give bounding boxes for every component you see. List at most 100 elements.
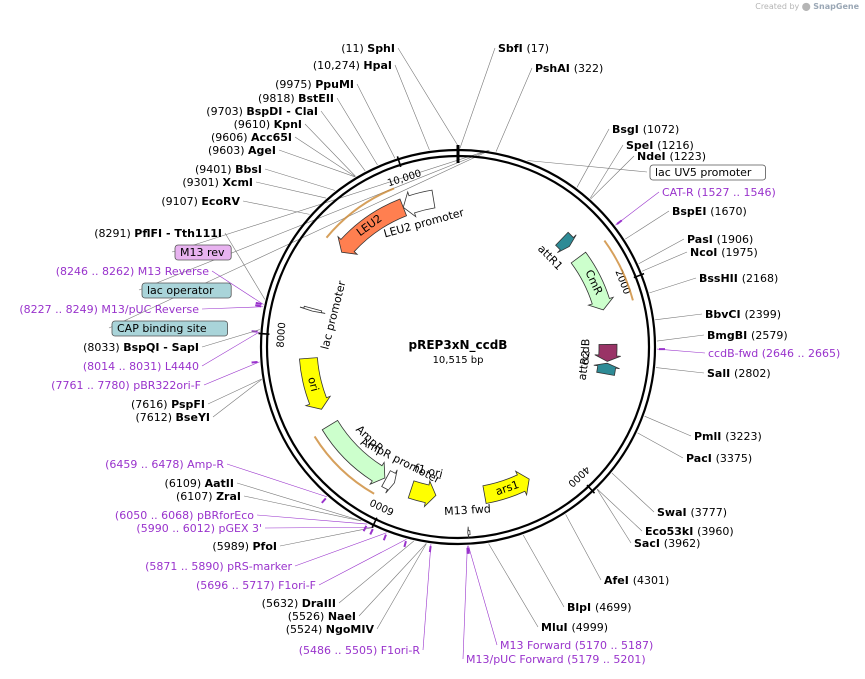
site-bmgbi[interactable]: BmgBI (2579) xyxy=(707,329,788,342)
site-name: DraIII xyxy=(302,597,336,610)
site-bsteii[interactable]: (9818) BstEII xyxy=(258,92,334,105)
site-ppumi[interactable]: (9975) PpuMI xyxy=(275,78,354,91)
site-agei[interactable]: (9603) AgeI xyxy=(208,144,276,157)
feature-ori[interactable] xyxy=(299,357,332,410)
site-ngomiv[interactable]: (5524) NgoMIV xyxy=(286,623,375,636)
primer-mark xyxy=(369,528,374,535)
primer-ccdb-fwd[interactable]: ccdB-fwd (2646 .. 2665) xyxy=(708,347,840,360)
site-sphi[interactable]: (11) SphI xyxy=(341,42,395,55)
feature-tag-lac-operator[interactable]: lac operator xyxy=(141,282,232,299)
site-pmli[interactable]: PmlI (3223) xyxy=(694,430,762,443)
feature-lac-promoter[interactable] xyxy=(299,305,326,314)
feature-attr1[interactable] xyxy=(555,231,577,254)
primer-prs-marker[interactable]: (5871 .. 5890) pRS-marker xyxy=(145,560,292,573)
site-paci[interactable]: PacI (3375) xyxy=(686,452,752,465)
feature-ampr-promoter[interactable] xyxy=(381,469,398,494)
site-blpi[interactable]: BlpI (4699) xyxy=(567,601,632,614)
feature-tag-lac-uv5-promoter[interactable]: lac UV5 promoter xyxy=(649,164,766,181)
primer-pgex-3[interactable]: (5990 .. 6012) pGEX 3' xyxy=(136,522,262,535)
site-position: (5990 .. 6012) xyxy=(136,522,218,535)
primer-l4440[interactable]: (8014 .. 8031) L4440 xyxy=(83,360,199,373)
site-position: (4699) xyxy=(595,601,632,614)
site-name: NcoI xyxy=(690,246,721,259)
tick-label: 6000 xyxy=(368,496,396,517)
site-label-text: (9301) XcmI xyxy=(182,176,253,189)
site-pspfi[interactable]: (7616) PspFI xyxy=(131,398,205,411)
site-pfoi[interactable]: (5989) PfoI xyxy=(212,540,277,553)
primer-m13-reverse[interactable]: (8246 .. 8262) M13 Reverse xyxy=(56,265,209,278)
feature-leu2-promoter[interactable] xyxy=(402,189,436,218)
site-zrai[interactable]: (6107) ZraI xyxy=(176,490,241,503)
site-pflfi-tth111i[interactable]: (8291) PflFI - Tth111I xyxy=(94,227,222,240)
feature-label: f1 ori xyxy=(413,461,444,480)
primer-f1ori-f[interactable]: (5696 .. 5717) F1ori-F xyxy=(196,579,316,592)
site-pshai[interactable]: PshAI (322) xyxy=(535,62,603,75)
leader-line xyxy=(625,210,670,240)
site-sbfi[interactable]: SbfI (17) xyxy=(498,42,549,55)
site-afei[interactable]: AfeI (4301) xyxy=(604,574,669,587)
feature-m13-fwd[interactable] xyxy=(467,526,471,539)
site-bbsi[interactable]: (9401) BbsI xyxy=(195,163,262,176)
site-label-text: BmgBI (2579) xyxy=(707,329,788,342)
primer-amp-r[interactable]: (6459 .. 6478) Amp-R xyxy=(105,458,224,471)
site-label-text: MluI (4999) xyxy=(541,621,608,634)
site-swai[interactable]: SwaI (3777) xyxy=(657,506,727,519)
leader-line xyxy=(462,545,468,660)
site-spei[interactable]: SpeI (1216) xyxy=(626,139,694,152)
site-bseyi[interactable]: (7612) BseYI xyxy=(135,411,210,424)
leader-line xyxy=(468,545,498,646)
primer-m13-puc-forward[interactable]: M13/pUC Forward (5179 .. 5201) xyxy=(466,653,646,666)
site-bsshii[interactable]: BssHII (2168) xyxy=(699,272,778,285)
site-eco53ki[interactable]: Eco53kI (3960) xyxy=(645,525,734,538)
site-bspei[interactable]: BspEI (1670) xyxy=(672,205,747,218)
site-bspdi-clai[interactable]: (9703) BspDI - ClaI xyxy=(206,105,318,118)
site-ncoi[interactable]: NcoI (1975) xyxy=(690,246,758,259)
site-saci[interactable]: SacI (3962) xyxy=(634,537,700,550)
feature-leu2-cds-track xyxy=(325,187,395,239)
feature-f1-ori[interactable] xyxy=(407,479,437,508)
site-sali[interactable]: SalI (2802) xyxy=(707,367,771,380)
site-name: AatII xyxy=(205,477,234,490)
site-bsgi[interactable]: BsgI (1072) xyxy=(612,123,679,136)
primer-pbr322ori-f[interactable]: (7761 .. 7780) pBR322ori-F xyxy=(51,379,201,392)
leader-line xyxy=(527,160,648,173)
site-acc65i[interactable]: (9606) Acc65I xyxy=(211,131,292,144)
site-name: PshAI xyxy=(535,62,574,75)
feature-leu2[interactable] xyxy=(337,198,408,255)
site-pasi[interactable]: PasI (1906) xyxy=(687,233,753,246)
site-ecorv[interactable]: (9107) EcoRV xyxy=(161,195,240,208)
site-position: (5989) xyxy=(212,540,252,553)
primer-f1ori-r[interactable]: (5486 .. 5505) F1ori-R xyxy=(299,644,421,657)
site-ndei[interactable]: NdeI (1223) xyxy=(637,150,706,163)
leader-line xyxy=(637,432,684,459)
feature-tag-m13-rev[interactable]: M13 rev xyxy=(174,244,232,261)
site-kpni[interactable]: (9610) KpnI xyxy=(234,118,302,131)
site-name: EcoRV xyxy=(201,195,240,208)
site-label-text: BlpI (4699) xyxy=(567,601,632,614)
feature-ampr[interactable] xyxy=(321,419,386,486)
feature-label: ori xyxy=(305,376,321,393)
feature-tag-cap-binding-site[interactable]: CAP binding site xyxy=(111,320,228,337)
site-label-text: (5989) PfoI xyxy=(212,540,277,553)
primer-m13-puc-reverse[interactable]: (8227 .. 8249) M13/pUC Reverse xyxy=(19,303,199,316)
site-position: (5179 .. 5201) xyxy=(567,653,646,666)
site-hpai[interactable]: (10,274) HpaI xyxy=(313,59,392,72)
site-position: (5486 .. 5505) xyxy=(299,644,381,657)
feature-attr2[interactable] xyxy=(593,362,620,376)
feature-ccdb[interactable] xyxy=(594,343,621,362)
primer-pbrforeco[interactable]: (6050 .. 6068) pBRforEco xyxy=(115,509,254,522)
site-aatii[interactable]: (6109) AatII xyxy=(165,477,234,490)
site-name: L4440 xyxy=(165,360,199,373)
feature-cmr[interactable] xyxy=(570,251,615,311)
site-xcmi[interactable]: (9301) XcmI xyxy=(182,176,253,189)
site-draiii[interactable]: (5632) DraIII xyxy=(262,597,336,610)
site-position: (3777) xyxy=(690,506,727,519)
primer-cat-r[interactable]: CAT-R (1527 .. 1546) xyxy=(662,186,776,199)
site-naei[interactable]: (5526) NaeI xyxy=(288,610,356,623)
feature-ars1[interactable] xyxy=(482,470,530,504)
site-mlui[interactable]: MluI (4999) xyxy=(541,621,608,634)
site-bbvci[interactable]: BbvCI (2399) xyxy=(705,308,781,321)
site-bspqi-sapi[interactable]: (8033) BspQI - SapI xyxy=(83,341,199,354)
primer-m13-forward[interactable]: M13 Forward (5170 .. 5187) xyxy=(500,639,653,652)
